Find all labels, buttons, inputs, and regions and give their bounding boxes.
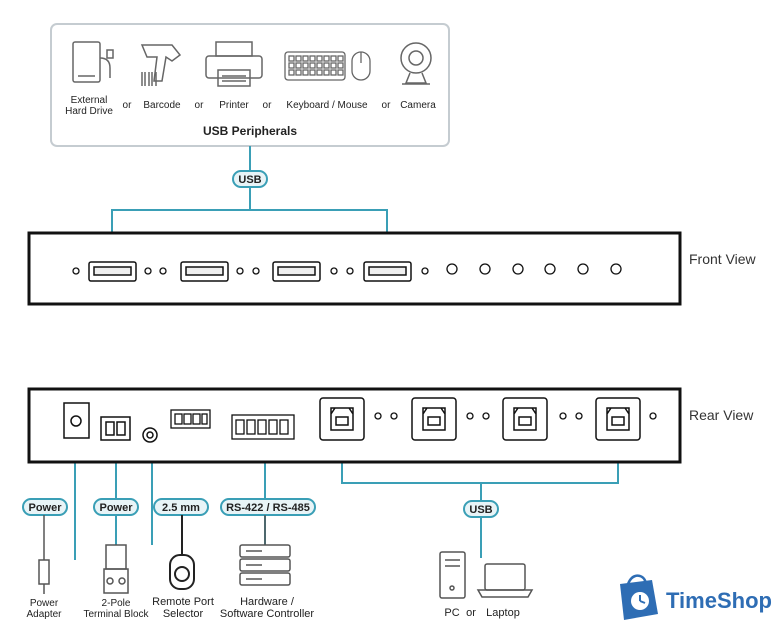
logo-text: TimeShop (666, 588, 772, 613)
svg-text:Power: Power (99, 502, 133, 514)
power-jack-port (63, 402, 90, 439)
usb-bottom-badge: USB (463, 500, 499, 518)
svg-text:Power: Power (28, 502, 62, 514)
power-badge: Power (93, 498, 139, 516)
pc-label: PC (444, 607, 459, 619)
keyboard-key (323, 62, 330, 69)
dip-switch (170, 409, 211, 429)
printer-icon (205, 41, 263, 87)
keyboard-key (330, 62, 337, 69)
keyboard-key (309, 62, 316, 69)
or-separator: or (195, 100, 205, 111)
keyboard-key (330, 69, 337, 76)
usb-top-badge: USB (232, 170, 268, 188)
svg-text:USB: USB (469, 504, 492, 516)
usb-b-port (319, 397, 365, 441)
device-label-line2: Software Controller (220, 608, 314, 620)
peripheral-label: Camera (400, 100, 436, 111)
peripheral-label-line2: Hard Drive (65, 106, 113, 117)
or-separator: or (123, 100, 133, 111)
keyboard-key (323, 69, 330, 76)
usb-a-port (272, 261, 321, 282)
serial-badge: RS-422 / RS-485 (220, 498, 316, 516)
cables (74, 146, 619, 560)
keyboard-key (288, 69, 295, 76)
keyboard-key (330, 55, 337, 62)
controller-icon (239, 515, 291, 586)
device-label-line1: 2-Pole (102, 598, 131, 609)
or-separator: or (263, 100, 273, 111)
front-buttons (446, 263, 622, 275)
camera-icon (400, 42, 432, 85)
power-adapter-icon (38, 515, 50, 594)
or-separator: or (466, 607, 476, 619)
usb-peripherals-panel: External Hard Drive or Barcode or Printe… (50, 23, 450, 147)
terminal-block-icon (103, 544, 129, 594)
keyboard-key (316, 55, 323, 62)
device-label-line2: Selector (163, 608, 204, 620)
keyboard-key (337, 55, 344, 62)
keyboard-mouse-icon (284, 51, 371, 81)
laptop-label: Laptop (486, 607, 520, 619)
keyboard-key (337, 69, 344, 76)
power-badge: Power (22, 498, 68, 516)
peripheral-label: Printer (219, 100, 249, 111)
keyboard-key (288, 55, 295, 62)
usb-b-port (502, 397, 548, 441)
keyboard-key (316, 62, 323, 69)
front-panel (27, 231, 682, 306)
rear-leds (374, 412, 657, 420)
rear-view-label: Rear View (689, 407, 754, 423)
pc-tower-icon (439, 551, 466, 599)
device-label-line1: Power (30, 598, 59, 609)
usb-b-port (411, 397, 457, 441)
keyboard-key (302, 55, 309, 62)
led-indicators (72, 267, 429, 275)
svg-text:USB: USB (238, 174, 261, 186)
keyboard-key (295, 69, 302, 76)
usb-a-port (363, 261, 412, 282)
peripheral-label: Keyboard / Mouse (286, 100, 368, 111)
jack-size-badge: 2.5 mm (153, 498, 209, 516)
keyboard-key (302, 69, 309, 76)
device-label-line1: Remote Port (152, 596, 214, 608)
keyboard-key (288, 62, 295, 69)
keyboard-key (302, 62, 309, 69)
timeshop-logo: TimeShop (608, 566, 783, 634)
device-label-line1: Hardware / (240, 596, 295, 608)
shopping-bag-clock-icon (620, 574, 658, 620)
serial-terminal-port (231, 414, 295, 440)
remote-selector-jack (142, 427, 158, 443)
keyboard-key (309, 55, 316, 62)
keyboard-key (309, 69, 316, 76)
svg-text:2.5 mm: 2.5 mm (162, 502, 200, 514)
keyboard-key (295, 62, 302, 69)
or-separator: or (382, 100, 392, 111)
remote-port-selector-icon (169, 515, 195, 590)
front-view-label: Front View (689, 251, 757, 267)
laptop-icon (476, 563, 534, 598)
device-label-line2: Terminal Block (83, 609, 149, 620)
device-label-line2: Adapter (26, 609, 62, 620)
svg-text:RS-422 / RS-485: RS-422 / RS-485 (226, 502, 310, 514)
terminal-block-port (100, 416, 131, 441)
peripheral-label-line1: External (71, 95, 108, 106)
rear-panel (27, 387, 682, 464)
external-hard-drive-icon (72, 41, 114, 83)
keyboard-key (316, 69, 323, 76)
keyboard-key (295, 55, 302, 62)
barcode-scanner-icon (140, 44, 182, 86)
usb-a-port (88, 261, 137, 282)
keyboard-key (323, 55, 330, 62)
peripheral-label: Barcode (143, 100, 181, 111)
keyboard-key (337, 62, 344, 69)
usb-b-port (595, 397, 641, 441)
usb-a-port (180, 261, 229, 282)
usb-peripherals-heading: USB Peripherals (203, 124, 297, 138)
